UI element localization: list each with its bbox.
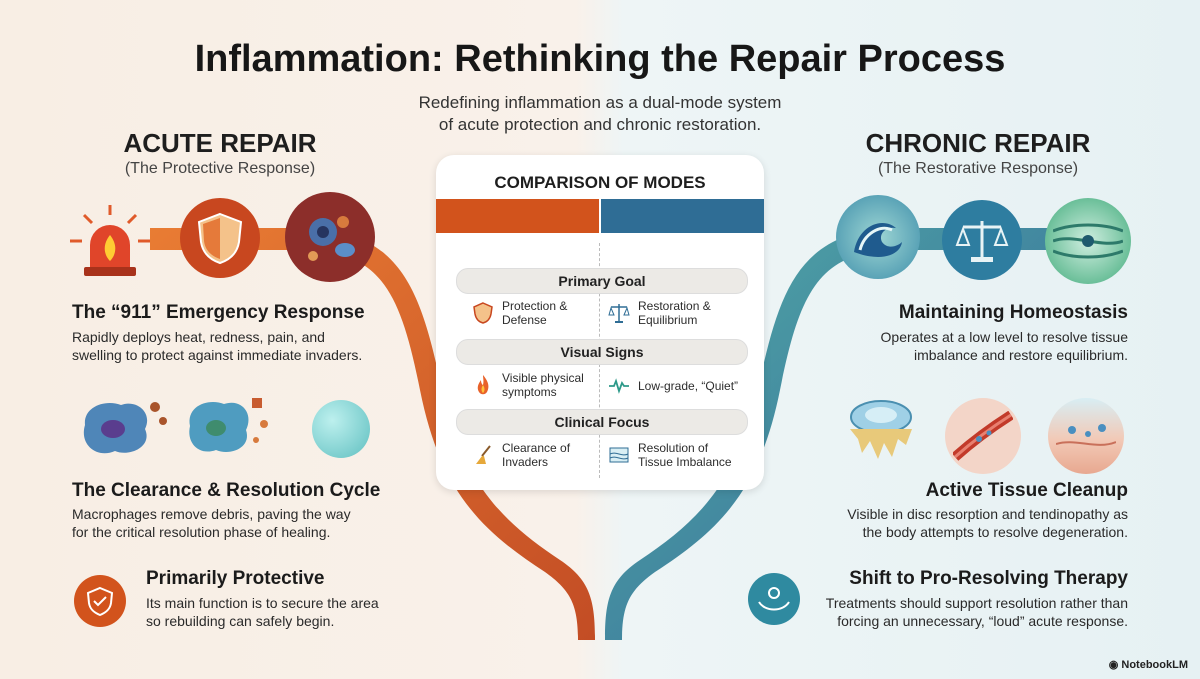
balance-scale-icon: [608, 304, 630, 323]
subtitle-line-1: Redefining inflammation as a dual-mode s…: [418, 93, 782, 112]
acute-section-1-line-1: Rapidly deploys heat, redness, pain, and: [72, 329, 325, 345]
acute-section-3-line-2: so rebuilding can safely begin.: [146, 613, 335, 629]
chronic-color-bar: [601, 199, 764, 233]
visual-signs-acute-line-1: Visible physical: [502, 371, 584, 385]
chronic-heading: CHRONIC REPAIR: [865, 128, 1091, 158]
tissue-fiber-icon: [1045, 198, 1131, 284]
clinical-focus-chronic-line-2: Tissue Imbalance: [638, 455, 732, 469]
primary-goal-chronic: Restoration &Equilibrium: [608, 299, 748, 327]
comparison-title: COMPARISON OF MODES: [494, 173, 706, 192]
page-title: Inflammation: Rethinking the Repair Proc…: [194, 38, 1006, 80]
row-label-clinical-focus: Clinical Focus: [456, 409, 748, 435]
chronic-subheading: (The Restorative Response): [877, 160, 1079, 177]
primary-goal-acute-line-2: Defense: [502, 313, 547, 327]
page-subtitle: Redefining inflammation as a dual-mode s…: [340, 92, 860, 136]
chronic-section-1-line-1: Operates at a low level to resolve tissu…: [880, 329, 1128, 345]
visual-signs-chronic-line-1: Low-grade, “Quiet”: [638, 379, 739, 393]
tissue-layer-icon: [1048, 398, 1124, 474]
shield-icon: [180, 198, 260, 278]
subtitle-line-2: of acute protection and chronic restorat…: [438, 115, 762, 134]
chronic-section-1-line-2: imbalance and restore equilibrium.: [914, 347, 1128, 363]
row-label-visual-signs: Visual Signs: [456, 339, 748, 365]
balance-scale-icon: [942, 200, 1022, 280]
chronic-section-3-text: Treatments should support resolution rat…: [798, 594, 1128, 630]
primary-goal-chronic-line-2: Equilibrium: [638, 313, 698, 327]
chronic-section-3-line-2: forcing an unnecessary, “loud” acute res…: [837, 613, 1128, 629]
chronic-section-1-title: Maintaining Homeostasis: [898, 302, 1128, 323]
acute-section-1-text: Rapidly deploys heat, redness, pain, and…: [72, 328, 392, 364]
resolved-cell-icon: [312, 400, 370, 458]
notebooklm-badge: ◉ NotebookLM: [1109, 658, 1188, 671]
protective-barrier-icon: [74, 575, 126, 627]
cells-icon: [285, 192, 375, 282]
primary-goal-acute: Protection &Defense: [472, 299, 612, 327]
acute-section-3-text: Its main function is to secure the area …: [146, 594, 406, 630]
acute-section-2-text: Macrophages remove debris, paving the wa…: [72, 505, 392, 541]
chronic-section-2-title: Active Tissue Cleanup: [925, 480, 1128, 501]
acute-section-3-line-1: Its main function is to secure the area: [146, 595, 379, 611]
badge-label: NotebookLM: [1121, 659, 1188, 671]
acute-section-1-line-2: swelling to protect against immediate in…: [72, 347, 363, 363]
chronic-section-2-text: Visible in disc resorption and tendinopa…: [798, 505, 1128, 541]
tissue-icon: [609, 447, 629, 463]
clinical-focus-acute-line-1: Clearance of: [502, 441, 571, 455]
acute-section-1-title: The “911” Emergency Response: [72, 302, 365, 323]
comparison-card: COMPARISON OF MODES Primary Goal Protect…: [436, 155, 764, 490]
tendon-icon: [945, 398, 1021, 474]
supportive-hands-icon: [748, 573, 800, 625]
chronic-section-3-line-1: Treatments should support resolution rat…: [825, 595, 1128, 611]
acute-subheading: (The Protective Response): [124, 160, 316, 177]
disc-icon: [842, 395, 920, 467]
debris-cleanup-icon: [182, 390, 277, 460]
wave-icon: [836, 195, 920, 279]
clinical-focus-chronic-line-1: Resolution of: [638, 441, 709, 455]
shield-icon: [473, 302, 493, 324]
primary-goal-acute-line-1: Protection &: [502, 299, 568, 313]
visual-signs-acute-line-2: symptoms: [502, 385, 557, 399]
chronic-section-2-line-1: Visible in disc resorption and tendinopa…: [847, 506, 1128, 522]
notebooklm-logo-icon: ◉: [1108, 659, 1122, 671]
chronic-section-3-title: Shift to Pro-Resolving Therapy: [849, 568, 1128, 589]
acute-section-3-title: Primarily Protective: [146, 568, 325, 589]
acute-section-2-line-2: for the critical resolution phase of hea…: [72, 524, 331, 540]
broom-icon: [476, 445, 491, 464]
acute-heading: ACUTE REPAIR: [123, 128, 317, 158]
acute-section-2-line-1: Macrophages remove debris, paving the wa…: [72, 506, 351, 522]
visual-signs-chronic: Low-grade, “Quiet”: [608, 375, 748, 397]
acute-section-2-title: The Clearance & Resolution Cycle: [72, 480, 381, 501]
chronic-section-2-line-2: the body attempts to resolve degeneratio…: [862, 524, 1128, 540]
row-label-primary-goal: Primary Goal: [456, 268, 748, 294]
pulse-icon: [609, 378, 629, 394]
alarm-icon: [70, 205, 150, 277]
flame-icon: [477, 375, 489, 395]
chronic-section-1-text: Operates at a low level to resolve tissu…: [808, 328, 1128, 364]
primary-goal-chronic-line-1: Restoration &: [638, 299, 711, 313]
clinical-focus-acute-line-2: Invaders: [502, 455, 549, 469]
acute-color-bar: [436, 199, 599, 233]
macrophage-icon: [75, 395, 175, 460]
